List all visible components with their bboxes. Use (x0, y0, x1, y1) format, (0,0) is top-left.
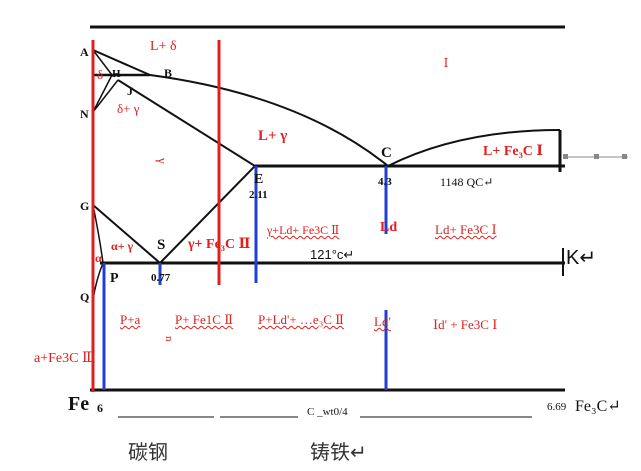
phase-p-ld-fe3c: P+Ld'+ …e₃C Ⅱ (258, 312, 344, 327)
phase-gamma-ld-fe3c: γ+Ld+ Fe3C Ⅱ (267, 223, 340, 237)
point-p-label: P (110, 271, 119, 286)
phase-l-gamma: L+ γ (258, 128, 288, 144)
handle-left (563, 154, 568, 159)
point-g-label: G (80, 199, 90, 213)
point-j-label: J (127, 84, 133, 98)
phase-ld: Ld (380, 220, 398, 235)
axis-c-wt-label: C _wt0/4 (307, 406, 348, 418)
point-b-label: B (164, 66, 173, 80)
gamma-mark: γ (155, 158, 170, 164)
solidus-je (117, 79, 256, 167)
line-gs (92, 204, 161, 264)
eutectic-temp-label: 1148 QC↵ (440, 175, 494, 189)
point-s-value: 0.77 (151, 272, 171, 284)
phase-ld-prime-fe3c: Ⅰd' + Fe3C Ⅰ (433, 317, 498, 332)
cast-iron-caption: 铸铁↵ (310, 440, 367, 464)
phase-alpha-gamma: α+ γ (111, 239, 134, 253)
liquidus-bc (149, 74, 389, 167)
phase-ld-prime: Ld' (374, 314, 391, 329)
liquidus-cd (387, 129, 561, 167)
phase-delta-gamma: δ+ γ (117, 101, 140, 116)
point-h-label: H (112, 68, 121, 80)
axis-fe-sub: 6 (97, 401, 103, 415)
axis-fe3c-label: Fe₃C↵ (575, 398, 621, 415)
n-mark: n (163, 336, 175, 342)
point-c-value: 4.3 (378, 176, 392, 188)
phase-gamma-fe3c-ii: γ+ Fe₃C Ⅱ (188, 237, 251, 252)
handle-right (622, 154, 627, 159)
axis-fe3c-composition: 6.69 (547, 401, 567, 413)
k-arrow-mark: K↵ (566, 247, 597, 269)
phase-ld-fe3c-i: Ld+ Fe3C Ⅰ (435, 222, 497, 237)
axis-fe-label: Fe (68, 393, 90, 415)
eutectoid-temp-label: 121°c↵ (310, 247, 355, 262)
line-jn (92, 79, 119, 113)
solidus-ah (92, 49, 113, 76)
carbon-steel-caption: 碳钢 (128, 440, 168, 464)
phase-p-a: P+a (120, 312, 141, 327)
roman-one-mark: Ⅰ (439, 56, 453, 70)
phase-l-delta: L+ δ (150, 39, 177, 54)
phase-p-fe3c-ii: P+ Fe1C Ⅱ (175, 312, 234, 327)
point-a-label: A (80, 45, 89, 59)
liquidus-ab (92, 49, 151, 76)
phase-alpha: α (95, 251, 102, 265)
handle-mid (594, 154, 599, 159)
phase-a-fe3c-iii: a+Fe3C Ⅲ (34, 351, 96, 366)
point-c-label: C (381, 145, 392, 161)
line-es (159, 165, 256, 264)
phase-l-fe3c-i: L+ Fe₃C Ⅰ (483, 144, 543, 159)
line-hn (92, 74, 113, 113)
point-s-label: S (157, 237, 166, 253)
point-e-value: 2.11 (249, 189, 268, 201)
point-q-label: Q (80, 290, 90, 304)
point-e-label: E (254, 172, 264, 187)
point-delta-label: δ (97, 67, 104, 82)
point-n-label: N (80, 107, 89, 121)
